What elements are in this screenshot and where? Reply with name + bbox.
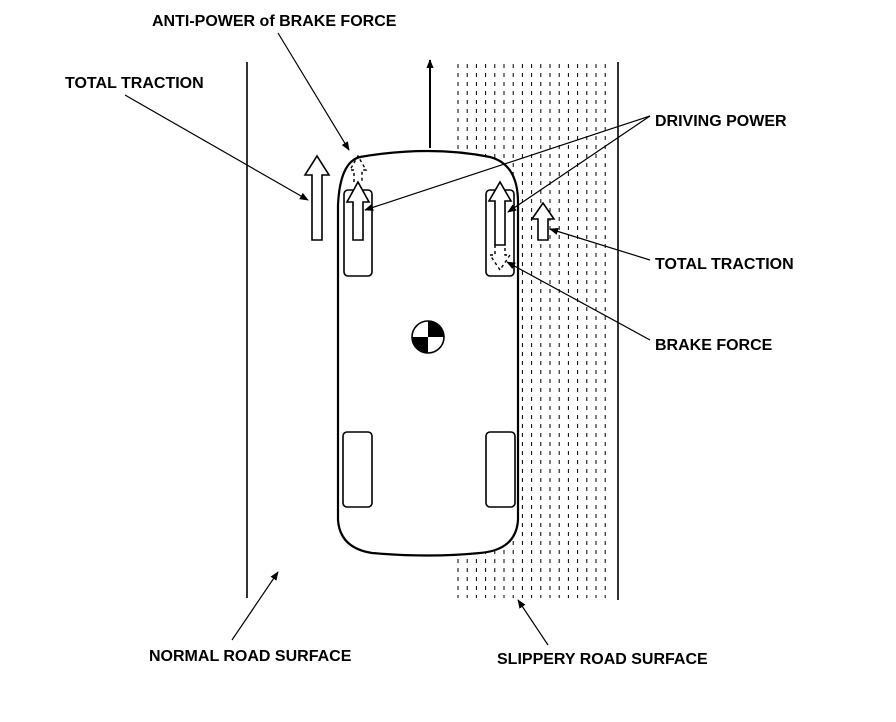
leader-brake-force [506, 261, 651, 341]
total-traction-right-arrow [530, 201, 556, 241]
leader-driving-power-right [507, 115, 651, 213]
wheel-rear-right [485, 431, 516, 508]
leader-slippery-road [517, 599, 549, 646]
total-traction-left-arrow [303, 154, 331, 241]
car [336, 149, 520, 557]
wheel-rear-left [342, 431, 373, 508]
label-normal-road-surface: NORMAL ROAD SURFACE [149, 648, 352, 665]
label-total-traction-right: TOTAL TRACTION [655, 256, 794, 273]
label-driving-power: DRIVING POWER [655, 113, 787, 130]
anti-power-brake-force-arrow [348, 154, 368, 182]
leader-total-traction-right [549, 227, 651, 261]
label-total-traction-left: TOTAL TRACTION [65, 75, 204, 92]
brake-force-arrow [488, 245, 512, 272]
leader-anti-power [277, 32, 350, 151]
leader-normal-road [231, 571, 279, 641]
center-of-gravity-icon [411, 320, 445, 354]
driving-power-left-arrow [345, 180, 371, 241]
label-slippery-road-surface: SLIPPERY ROAD SURFACE [497, 651, 708, 668]
label-anti-power-brake-force: ANTI-POWER of BRAKE FORCE [152, 13, 397, 30]
leader-total-traction-left [124, 94, 309, 201]
driving-power-right-arrow [487, 180, 513, 246]
label-brake-force: BRAKE FORCE [655, 337, 773, 354]
leader-driving-power-left [364, 115, 651, 211]
